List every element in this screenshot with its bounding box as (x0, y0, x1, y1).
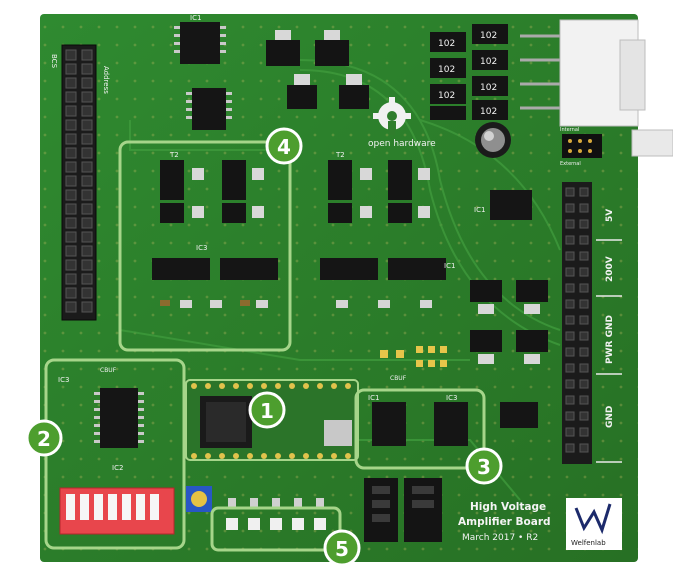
badge-1: 1 (248, 391, 286, 429)
silk-ic3-left: IC3 (58, 376, 69, 384)
silk-ic3-amp: IC3 (196, 244, 207, 252)
badge-4: 4 (265, 127, 303, 165)
electrolytic-capacitor (475, 122, 511, 158)
resistor-bank (430, 24, 508, 120)
bottom-connector-pins (372, 486, 434, 522)
silk-bcs: BCS (50, 54, 58, 69)
open-hardware-logo (373, 97, 411, 135)
silk-cbuf-left: CBUF (100, 367, 117, 374)
svg-text:1: 1 (260, 399, 274, 423)
white-connector (520, 19, 646, 127)
led-row (226, 498, 326, 530)
channel-block-right (320, 160, 446, 280)
silk-ic1-right: IC1 (474, 206, 485, 214)
power-label-5v: 5V (605, 209, 615, 222)
resistor-value-2: 102 (480, 31, 497, 41)
highlight-area-4 (118, 140, 292, 352)
highlight-area-3 (354, 388, 486, 470)
highlight-area-5 (210, 506, 342, 552)
channel-block-left (152, 160, 278, 280)
gold-pads (380, 346, 447, 367)
side-plug (631, 129, 673, 157)
dip-switch (59, 487, 175, 535)
top-transistors (266, 40, 369, 109)
silk-external: External (560, 161, 581, 167)
highlight-area-1 (185, 379, 359, 461)
jumper-header (562, 134, 602, 158)
potentiometer (186, 486, 212, 512)
output-ics (372, 402, 468, 446)
open-hardware-label: open hardware (368, 139, 436, 149)
silk-address: Address (102, 66, 110, 94)
top-transistor-tabs (275, 30, 362, 85)
resistor-value-7: 102 (480, 107, 497, 117)
resistor-value-5: 102 (438, 91, 455, 101)
resistor-value-3: 102 (438, 65, 455, 75)
board-revision: March 2017 • R2 (462, 533, 538, 543)
power-label-pwr-gnd: PWR GND (605, 315, 615, 364)
welfenlab-label: Welfenlab (571, 539, 606, 547)
svg-text:4: 4 (277, 135, 291, 159)
resistor-value-1: 102 (438, 39, 455, 49)
power-label-200v: 200V (605, 256, 615, 282)
silk-t2-right: T2 (335, 151, 345, 159)
board-title-line1: High Voltage (470, 501, 546, 513)
silk-ic3-out: IC3 (446, 394, 457, 402)
power-header (562, 182, 622, 464)
badge-3: 3 (465, 447, 503, 485)
svg-text:2: 2 (37, 427, 51, 451)
smd-passives (160, 300, 432, 308)
power-label-gnd: GND (605, 406, 615, 428)
silk-ic2: IC2 (112, 464, 123, 472)
silk-internal: Internal (560, 127, 579, 133)
badge-5: 5 (323, 529, 361, 567)
right-amplifier (470, 190, 548, 428)
resistor-value-4: 102 (480, 57, 497, 67)
svg-text:3: 3 (477, 455, 491, 479)
silk-ic1-amp: IC1 (444, 262, 455, 270)
silk-ic1-out: IC1 (368, 394, 379, 402)
silk-ic1-top: IC1 (190, 14, 201, 22)
mid-ic (186, 88, 232, 130)
resistor-value-6: 102 (480, 83, 497, 93)
left-ic-area (94, 388, 144, 448)
welfenlab-logo (566, 498, 622, 550)
top-ic (174, 22, 226, 64)
silk-cbuf-mid: CBUF (390, 375, 407, 382)
board-title-line2: Amplifier Board (458, 516, 551, 528)
left-pin-header (61, 44, 97, 321)
silk-t2-left: T2 (169, 151, 179, 159)
badge-2: 2 (25, 419, 63, 457)
svg-text:5: 5 (335, 537, 349, 561)
